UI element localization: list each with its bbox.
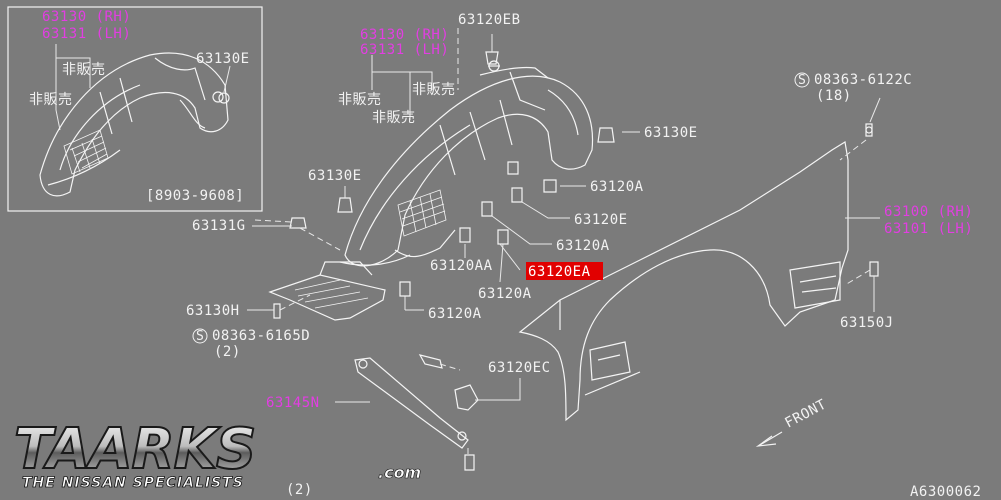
diagram-code: A6300062 (910, 484, 981, 500)
fender-liner-drawing (339, 60, 594, 267)
part-63150J[interactable]: 63150J (840, 315, 894, 331)
part-63130E-right[interactable]: 63130E (644, 125, 698, 141)
fender-panel-drawing (518, 123, 873, 422)
inset-label-lh[interactable]: 63131 (LH) (42, 26, 131, 42)
fasteners (212, 51, 879, 319)
part-63120A-1[interactable]: 63120A (590, 179, 644, 195)
bottom-qty: (2) (286, 482, 313, 498)
main-labels: 63130 (RH) 63131 (LH) 非販売 非販売 非販売 63120E… (186, 12, 981, 500)
part-08363-6122C-label: 08363-6122C (814, 72, 912, 88)
s-symbol-icon: S (196, 329, 204, 344)
part-63130H[interactable]: 63130H (186, 303, 240, 319)
fender-label-lh[interactable]: 63101 (LH) (884, 221, 973, 237)
inset-hanbaibai-1: 非販売 (62, 62, 106, 78)
splash-shield-drawing (268, 261, 386, 321)
part-63120EA[interactable]: 63120EA (528, 264, 591, 280)
part-63120EB[interactable]: 63120EB (458, 12, 521, 28)
part-63120A-2[interactable]: 63120A (556, 238, 610, 254)
part-63120EC[interactable]: 63120EC (488, 360, 551, 376)
part-63120A-4[interactable]: 63120A (428, 306, 482, 322)
liner-label-rh[interactable]: 63130 (RH) (360, 27, 449, 43)
hanbaibai-a: 非販売 (338, 92, 382, 108)
inset-date-range: [8903-9608] (146, 188, 244, 204)
part-08363-6165D-label: 08363-6165D (212, 328, 310, 344)
hanbaibai-b: 非販売 (372, 110, 416, 126)
part-08363-6165D[interactable]: S 08363-6165D (2) (192, 328, 310, 360)
brace-bar-drawing (354, 354, 479, 471)
taarks-logo: TAARKS THE NISSAN SPECIALISTS .com (13, 416, 422, 491)
hanbaibai-c: 非販売 (412, 82, 456, 98)
part-08363-6165D-qty: (2) (214, 344, 241, 360)
part-63131G[interactable]: 63131G (192, 218, 246, 234)
front-label: FRONT (782, 396, 829, 431)
inset-panel: 63130 (RH) 63131 (LH) 非販売 非販売 63130E [89… (7, 6, 263, 212)
part-08363-6122C-qty: (18) (816, 88, 852, 104)
part-63145N[interactable]: 63145N (266, 395, 320, 411)
logo-tagline: THE NISSAN SPECIALISTS (22, 475, 244, 491)
logo-domain: .com (378, 463, 421, 482)
part-63120AA[interactable]: 63120AA (430, 258, 493, 274)
inset-hanbaibai-2: 非販売 (29, 92, 73, 108)
fender-label-rh[interactable]: 63100 (RH) (884, 204, 973, 220)
inset-label-rh[interactable]: 63130 (RH) (42, 9, 131, 25)
inset-clip-label[interactable]: 63130E (196, 51, 250, 67)
highlight-63120EA (526, 262, 603, 280)
inset-fender-liner-drawing (39, 52, 230, 197)
logo-brand: TAARKS (14, 417, 255, 482)
front-indicator: FRONT (755, 396, 829, 447)
part-08363-6122C[interactable]: S 08363-6122C (18) (794, 72, 912, 104)
leader-lines (247, 28, 881, 458)
part-63120E[interactable]: 63120E (574, 212, 628, 228)
part-63130E-left[interactable]: 63130E (308, 168, 362, 184)
part-63120A-3[interactable]: 63120A (478, 286, 532, 302)
s-symbol-icon: S (798, 73, 806, 88)
front-arrow-icon (755, 435, 777, 447)
liner-label-lh[interactable]: 63131 (LH) (360, 42, 449, 58)
